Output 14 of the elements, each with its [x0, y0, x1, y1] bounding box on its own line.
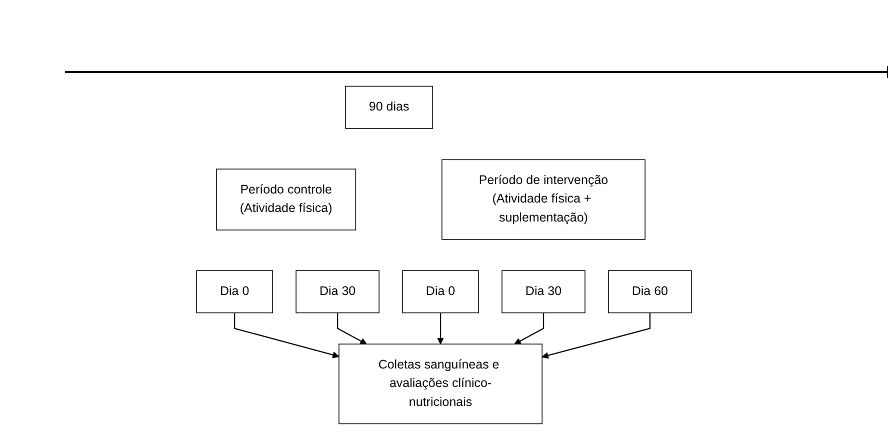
arrow — [234, 312, 340, 358]
arrow — [514, 312, 544, 344]
arrow — [336, 312, 367, 344]
node-box: Período controle (Atividade física) — [216, 168, 356, 230]
arrow — [437, 312, 444, 344]
arrow — [542, 312, 651, 359]
node-box: 90 dias — [345, 86, 434, 129]
node-box: Dia 60 — [608, 270, 692, 314]
node-box: Período de intervenção (Atividade física + suplementação) — [442, 159, 646, 240]
node-box: Coletas sanguíneas e avaliações clínico-nutricionais — [338, 344, 542, 424]
node-box: Dia 0 — [402, 270, 479, 314]
node-box: Dia 30 — [296, 270, 380, 314]
node-box: Dia 30 — [502, 270, 586, 314]
node-box: Dia 0 — [196, 270, 273, 314]
